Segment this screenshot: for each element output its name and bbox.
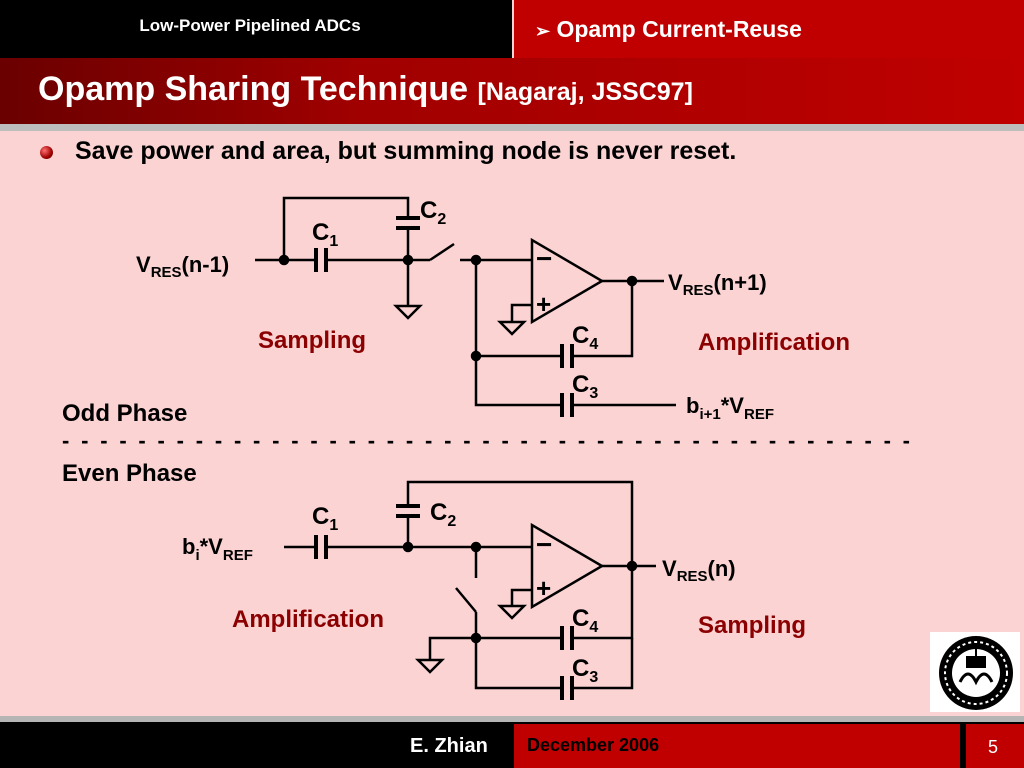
odd-right-mode-label: Amplification xyxy=(698,329,850,356)
even-c3-right-wire xyxy=(574,638,634,690)
footer-page-band xyxy=(966,724,1024,768)
footer-page-number: 5 xyxy=(988,737,999,757)
even-opamp-icon xyxy=(530,522,605,610)
footer-date: December 2006 xyxy=(527,735,660,755)
odd-c3-left-wire xyxy=(474,356,560,407)
odd-c4-right-wire xyxy=(574,281,634,358)
title-rule xyxy=(0,124,1024,131)
even-c2-label: C2 xyxy=(430,499,456,530)
title-main: Opamp Sharing Technique xyxy=(38,70,469,108)
section-label: Opamp Current-Reuse xyxy=(556,16,802,42)
header-left-band xyxy=(0,0,512,58)
university-seal-icon xyxy=(930,632,1020,712)
even-ground-wire xyxy=(428,636,476,660)
even-ground-icon xyxy=(414,658,446,674)
even-left-mode-label: Amplification xyxy=(232,606,384,633)
even-c2-loop xyxy=(406,480,634,566)
footer-author: E. Zhian xyxy=(410,735,488,757)
odd-opamp-minus-sign: − xyxy=(536,243,552,274)
even-input-label: bi*VREF xyxy=(182,534,253,564)
footer-date-band xyxy=(514,724,960,768)
even-output-label: VRES(n) xyxy=(662,556,736,585)
even-opamp-minus-sign: − xyxy=(536,529,552,560)
course-title: Low-Power Pipelined ADCs xyxy=(139,16,361,35)
odd-c4-label: C4 xyxy=(572,322,598,353)
odd-plus-ground-icon xyxy=(496,320,528,336)
odd-left-mode-label: Sampling xyxy=(258,327,366,354)
even-c4-label: C4 xyxy=(572,605,598,636)
odd-phase-heading: Odd Phase xyxy=(62,400,187,427)
even-c3-left-wire xyxy=(474,638,560,690)
bullet-dot-icon xyxy=(40,146,53,159)
even-plus-ground-wire xyxy=(510,588,532,606)
odd-ground-icon xyxy=(392,304,424,320)
phase-divider: - - - - - - - - - - - - - - - - - - - - … xyxy=(62,428,910,453)
even-opamp-plus-sign: + xyxy=(536,573,551,603)
odd-switch-blade xyxy=(429,242,455,262)
slide-title: Opamp Sharing Technique [Nagaraj, JSSC97… xyxy=(38,70,693,109)
section-title: ➢ Opamp Current-Reuse xyxy=(535,16,802,43)
odd-ref-label: bi+1*VREF xyxy=(686,393,774,423)
even-plus-ground-icon xyxy=(496,604,528,620)
bullet-text: Save power and area, but summing node is… xyxy=(75,137,737,165)
odd-c2-loop xyxy=(282,196,410,260)
even-right-mode-label: Sampling xyxy=(698,612,806,639)
odd-c1-label: C1 xyxy=(312,219,338,250)
even-phase-heading: Even Phase xyxy=(62,460,197,487)
even-switch-blade xyxy=(455,587,477,613)
odd-c3-label: C3 xyxy=(572,371,598,402)
header-right-band xyxy=(514,0,1024,58)
even-phase-circuit xyxy=(284,480,656,700)
odd-phase-circuit xyxy=(255,196,676,417)
odd-plus-ground-wire xyxy=(510,303,532,322)
odd-c2-label: C2 xyxy=(420,197,446,228)
odd-input-label: VRES(n-1) xyxy=(136,252,229,281)
even-c3-label: C3 xyxy=(572,655,598,686)
footer-rule xyxy=(0,716,1024,722)
title-citation: [Nagaraj, JSSC97] xyxy=(477,78,693,106)
odd-opamp-plus-sign: + xyxy=(536,289,551,319)
arrow-bullet-icon: ➢ xyxy=(535,21,551,41)
odd-output-label: VRES(n+1) xyxy=(668,270,767,299)
title-band xyxy=(0,58,1024,124)
odd-opamp-icon xyxy=(530,237,605,325)
even-c1-label: C1 xyxy=(312,503,338,534)
